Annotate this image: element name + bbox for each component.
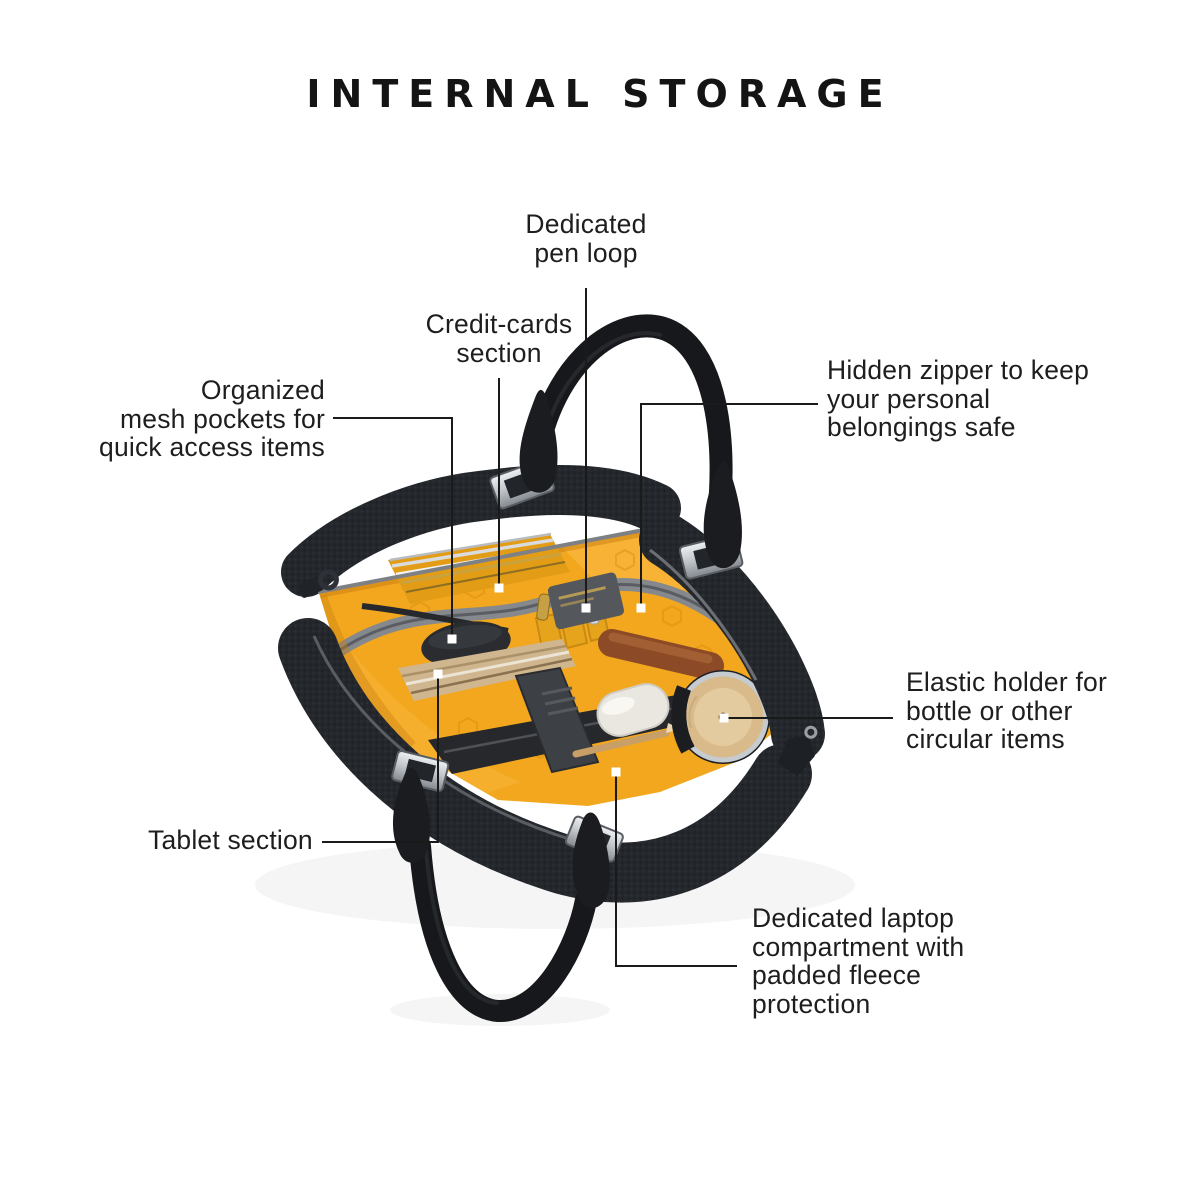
bag-body [278, 465, 825, 903]
back-flap [281, 465, 681, 597]
callout-label-laptop-compartment: Dedicated laptop compartment with padded… [752, 903, 965, 1019]
leader-line-laptop [615, 772, 737, 967]
callout-label-mesh-pockets: Organized mesh pockets for quick access … [99, 375, 325, 462]
buckle-top-right [678, 461, 744, 580]
opening-piping [317, 526, 655, 594]
bottom-handle [409, 835, 597, 1022]
endpoint-dot-mesh-pockets [447, 634, 457, 644]
endpoint-dot-elastic-holder [719, 713, 729, 723]
callout-label-credit-cards: Credit-cards section [425, 309, 573, 368]
callout-label-tablet-section: Tablet section [148, 825, 313, 855]
endpoint-dot-tablet-section [433, 669, 443, 679]
handle-pad-top-right [703, 461, 742, 569]
buckle-bottom-left [391, 750, 450, 863]
leather-grip [598, 629, 724, 680]
handle-pad-top-left [519, 389, 558, 493]
endpoint-dot-laptop [611, 767, 621, 777]
handle-pad-bottom-left [392, 767, 431, 863]
callout-label-pen-loop: Dedicated pen loop [525, 209, 647, 268]
elastic-band [671, 685, 695, 754]
buckle-bottom-right [564, 812, 624, 909]
earbuds-case [596, 683, 670, 737]
divider-strap [514, 666, 600, 774]
leader-line-hidden-zipper [640, 403, 818, 608]
endpoint-dot-credit-cards [494, 583, 504, 593]
leader-endpoint-dots [433, 583, 729, 777]
front-shell [278, 618, 812, 903]
endpoint-dot-hidden-zipper [636, 603, 646, 613]
endpoint-dot-pen-loop [581, 603, 591, 613]
leader-line-mesh-pockets [333, 417, 453, 639]
zipper-pull [777, 725, 818, 776]
leader-line-tablet-section [322, 674, 439, 843]
page-title: INTERNAL STORAGE [306, 72, 894, 116]
hardware [297, 389, 818, 909]
leader-lines [322, 288, 893, 967]
strap-dring-left [297, 569, 339, 598]
right-flap-piping [649, 548, 758, 681]
handle-pad-bottom-right [572, 812, 610, 909]
buckle-top-left [489, 389, 558, 510]
callout-label-hidden-zipper: Hidden zipper to keep your personal belo… [827, 355, 1090, 442]
callout-label-elastic-holder: Elastic holder for bottle or other circu… [906, 667, 1107, 754]
